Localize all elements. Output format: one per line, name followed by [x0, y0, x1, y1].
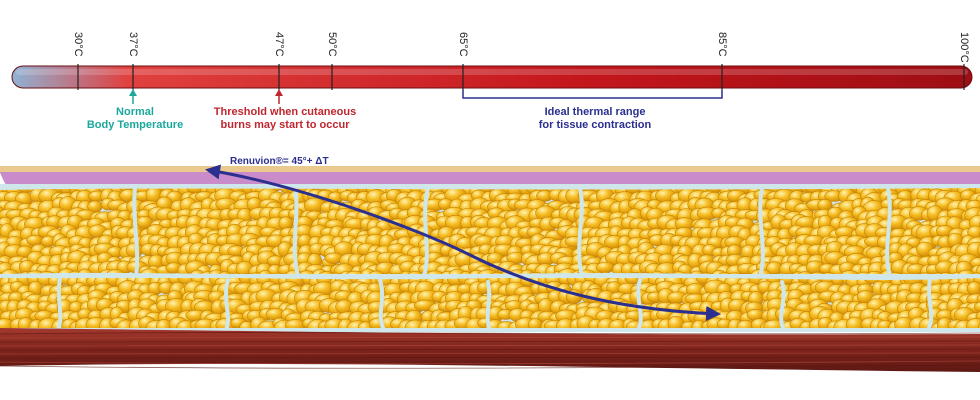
ideal-range-bracket	[462, 90, 723, 99]
callout-arrow-head	[275, 89, 283, 96]
septum	[758, 186, 765, 278]
tick-label: 65°C	[457, 32, 469, 57]
tick-label: 50°C	[326, 32, 338, 57]
septum	[422, 186, 430, 278]
normal-label-line2: Body Temperature	[86, 119, 184, 131]
ideal-label-line1: Ideal thermal range	[544, 106, 646, 118]
tick-label: 85°C	[716, 32, 728, 57]
septum	[56, 276, 63, 332]
tick-label: 37°C	[127, 32, 139, 57]
thermometer-bar	[11, 65, 973, 89]
septum	[224, 278, 230, 332]
septum	[885, 186, 892, 278]
renuvion-arrow	[205, 164, 721, 322]
tick-label: 47°C	[273, 32, 285, 57]
normal-body-temperature-label: Normal Body Temperature	[60, 106, 210, 132]
septum	[926, 278, 934, 332]
septum	[485, 280, 492, 332]
septum	[132, 186, 140, 278]
septum	[577, 186, 584, 278]
muscle-fiber-line	[0, 360, 980, 365]
septum	[779, 280, 786, 332]
muscle-layer	[0, 328, 980, 372]
thermometer-ticks	[77, 64, 965, 90]
callout-markers	[129, 89, 723, 104]
septum	[0, 184, 980, 190]
burn-threshold-label: Threshold when cutaneous burns may start…	[205, 106, 365, 132]
threshold-label-line1: Threshold when cutaneous	[213, 106, 357, 118]
threshold-label-line2: burns may start to occur	[220, 119, 350, 131]
fat-layer-upper	[0, 186, 980, 274]
ideal-thermal-range-label: Ideal thermal range for tissue contracti…	[510, 106, 680, 132]
renuvion-formula-label: Renuvion®= 45°+ ΔT	[230, 156, 329, 167]
tick-label: 30°C	[72, 32, 84, 57]
ideal-label-line2: for tissue contraction	[538, 119, 652, 131]
tick-label: 100°C	[958, 32, 970, 63]
muscle-fiber-line	[0, 364, 980, 369]
tissue-cross-section	[0, 166, 980, 372]
normal-label-line1: Normal	[116, 106, 154, 118]
muscle-fiber-line	[0, 332, 980, 335]
callout-arrow-head	[129, 89, 137, 96]
